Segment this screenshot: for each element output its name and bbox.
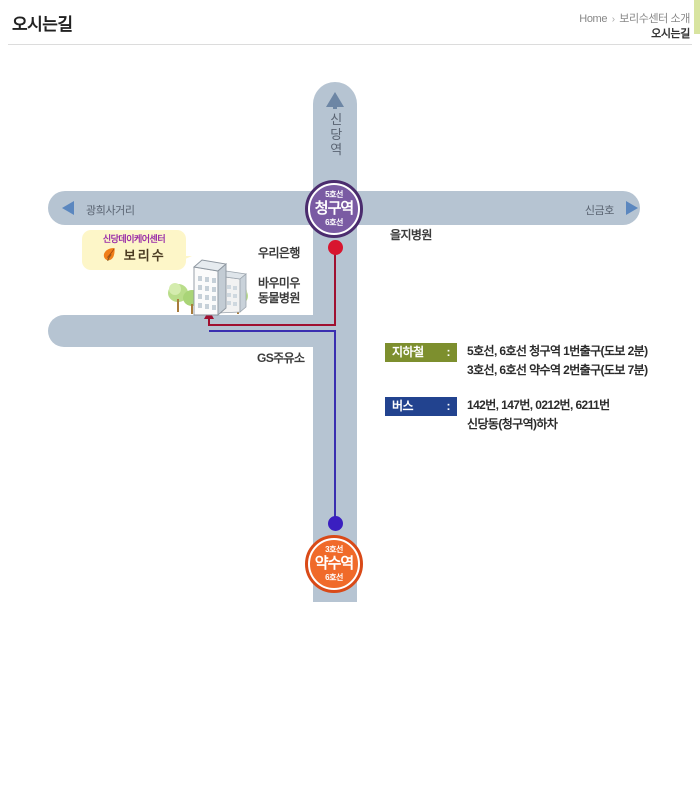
breadcrumb-separator-icon: › — [611, 14, 615, 25]
breadcrumb-current: 오시는길 — [651, 28, 690, 40]
info-subway-line-2: 3호선, 6호선 약수역 2번출구(도보 7분) — [467, 363, 648, 377]
info-tag-subway: 지하철 : — [385, 343, 457, 362]
station-cheonggu-line-top: 5호선 — [325, 190, 343, 199]
breadcrumb-section[interactable]: 보리수센터 소개 — [619, 13, 690, 25]
poi-label-eulji-hospital: 을지병원 — [390, 228, 432, 242]
callout-brand: 보리수 — [82, 247, 186, 265]
station-yaksu-line-bottom: 6호선 — [325, 573, 343, 582]
arrow-right-icon — [626, 201, 638, 215]
direction-label-gwanghui: 광희사거리 — [86, 205, 135, 217]
station-marker-cheonggu[interactable]: 5호선 청구역 6호선 — [305, 180, 363, 238]
leaf-icon — [102, 247, 116, 265]
road-label-char-2: 당 — [330, 127, 342, 142]
road-label-char-3: 역 — [330, 142, 342, 157]
poi-label-animal-hospital-line2: 동물병원 — [258, 291, 300, 305]
info-lines-bus: 142번, 147번, 0212번, 6211번 신당동(청구역)하차 — [467, 396, 610, 434]
breadcrumb: Home › 보리수센터 소개 오시는길 — [579, 12, 690, 42]
building-main-tower — [192, 259, 228, 316]
station-yaksu-line-top: 3호선 — [325, 545, 343, 554]
callout-bubble-daycare-center: 신당데이케어센터 보리수 — [82, 230, 186, 270]
page-header: 오시는길 Home › 보리수센터 소개 오시는길 — [0, 0, 700, 45]
info-subway-line-1: 5호선, 6호선 청구역 1번출구(도보 2분) — [467, 344, 648, 358]
callout-brand-text: 보리수 — [123, 248, 166, 263]
info-lines-subway: 5호선, 6호선 청구역 1번출구(도보 2분) 3호선, 6호선 약수역 2번… — [467, 342, 648, 380]
route-line-yaksu-horizontal — [209, 330, 336, 332]
station-marker-yaksu[interactable]: 3호선 약수역 6호선 — [305, 535, 363, 593]
poi-label-animal-hospital: 바우미우 동물병원 — [258, 276, 300, 306]
info-bus-line-1: 142번, 147번, 0212번, 6211번 — [467, 398, 610, 412]
route-line-yaksu-vertical — [334, 330, 336, 530]
station-cheonggu-line-bottom: 6호선 — [325, 218, 343, 227]
station-cheonggu-name: 청구역 — [314, 200, 354, 217]
poi-label-woori-bank: 우리은행 — [258, 246, 300, 260]
poi-label-animal-hospital-line1: 바우미우 — [258, 276, 300, 290]
info-tag-bus: 버스 : — [385, 397, 457, 416]
info-bus-line-2: 신당동(청구역)하차 — [467, 417, 558, 431]
road-label-char-1: 신 — [330, 112, 342, 127]
route-destination-arrow-stem-icon — [208, 318, 210, 326]
breadcrumb-home[interactable]: Home — [579, 13, 608, 25]
exit-marker-yaksu — [328, 516, 343, 531]
info-tag-subway-colon: : — [446, 345, 451, 359]
callout-tail-icon — [176, 256, 192, 263]
route-line-cheonggu-vertical — [334, 245, 336, 325]
header-accent-bar — [694, 0, 700, 34]
road-label-sindang: 신 당 역 — [327, 112, 345, 157]
north-arrow-icon — [326, 92, 344, 107]
header-divider — [8, 44, 692, 45]
callout-title: 신당데이케어센터 — [102, 234, 166, 244]
info-tag-bus-colon: : — [446, 399, 451, 413]
poi-label-gs-gas-station: GS주유소 — [257, 351, 305, 365]
arrow-left-icon — [62, 201, 74, 215]
map-canvas: 신 당 역 광희사거리 신금호 5호선 청구역 6호선 3호선 약수역 6호선 … — [0, 60, 700, 660]
station-marker-yaksu-inner: 3호선 약수역 6호선 — [308, 538, 360, 590]
route-line-cheonggu-horizontal — [209, 324, 336, 326]
page-title: 오시는길 — [12, 15, 73, 34]
info-tag-bus-label: 버스 — [392, 399, 414, 413]
direction-label-singeumho: 신금호 — [584, 205, 615, 217]
north-arrow-stem-icon — [333, 104, 337, 109]
station-marker-cheonggu-inner: 5호선 청구역 6호선 — [308, 183, 360, 235]
exit-marker-cheonggu — [328, 240, 343, 255]
tree-left-icon — [168, 283, 188, 312]
station-yaksu-name: 약수역 — [314, 555, 354, 572]
building-illustration — [166, 253, 250, 319]
info-tag-subway-label: 지하철 — [392, 345, 424, 359]
